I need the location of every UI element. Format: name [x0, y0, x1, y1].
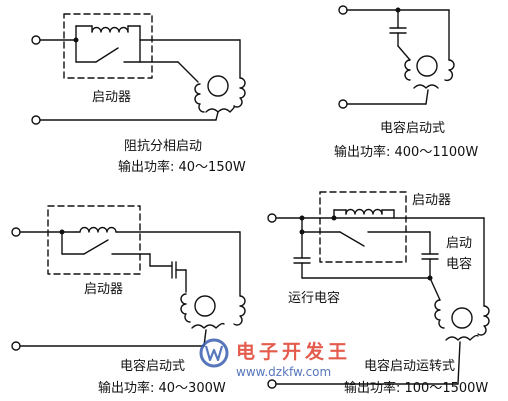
starter-label: 启动器 [84, 282, 123, 297]
panel-title: 电容启动运转式 [364, 358, 455, 374]
power-rating: 输出功率: 400～1100W [334, 144, 478, 160]
watermark-url: www.dzkfw.com [236, 365, 331, 379]
motor-icon [416, 55, 438, 77]
starter-label: 启动器 [92, 90, 131, 105]
switch-icon [83, 239, 109, 255]
panel-capacitor-start-bottom [11, 205, 246, 351]
motor-icon [194, 295, 216, 317]
motor-icon [207, 75, 229, 97]
terminal [267, 213, 277, 223]
power-rating: 输出功率: 40～150W [118, 159, 246, 175]
terminal [338, 5, 348, 15]
watermark-brand: 电子开发王 [236, 340, 351, 363]
coil-icon [79, 226, 117, 233]
power-rating: 输出功率: 100～1500W [344, 380, 488, 396]
terminal [31, 35, 41, 45]
coil-icon [91, 26, 129, 33]
panel-capacitor-start-run [267, 191, 490, 389]
starter-box [319, 191, 407, 263]
starter-box [47, 205, 141, 275]
terminal [338, 99, 348, 109]
watermark-logo-icon [199, 338, 229, 368]
terminal [31, 115, 41, 125]
terminal [267, 379, 277, 389]
watermark: 电子开发王 www.dzkfw.com [199, 338, 351, 379]
terminal [11, 227, 21, 237]
starter-box [63, 13, 153, 79]
panel-resistance-split [31, 13, 246, 125]
run-cap-label: 运行电容 [288, 290, 340, 306]
switch-icon [95, 47, 119, 63]
power-rating: 输出功率: 40～300W [98, 380, 226, 396]
terminal [11, 341, 21, 351]
switch-icon [339, 231, 365, 247]
motor-icon [451, 307, 473, 329]
start-cap-label: 启动 [446, 236, 472, 251]
panel-capacitor-start-top [338, 5, 455, 109]
starter-label: 启动器 [412, 193, 451, 208]
panel-title: 电容启动式 [380, 120, 445, 136]
panel-title: 电容启动式 [120, 358, 185, 374]
coil-icon [345, 208, 383, 215]
panel-title: 阻抗分相启动 [124, 139, 202, 154]
start-cap-label: 电容 [446, 256, 472, 272]
